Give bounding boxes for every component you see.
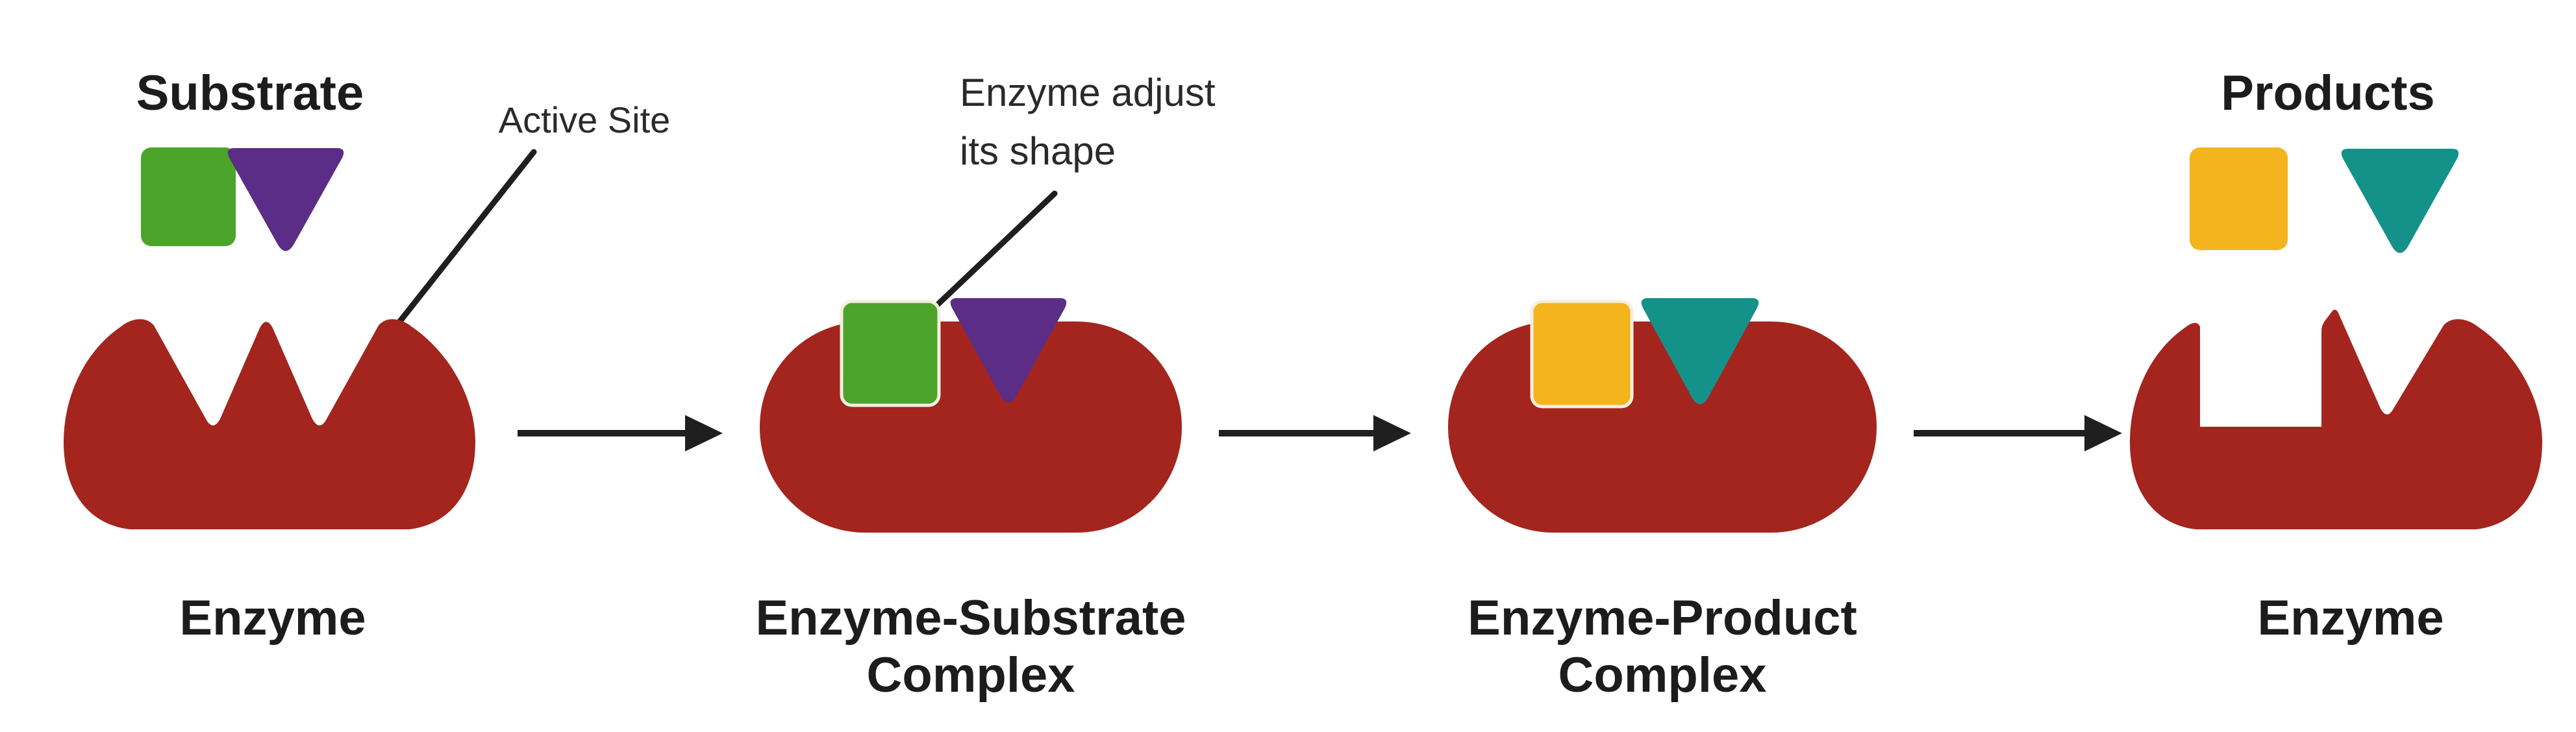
stage-label-line2: Complex: [1558, 648, 1767, 703]
substrate-label: Substrate: [136, 66, 364, 121]
bound-product-triangle-icon: [1641, 298, 1759, 405]
enzyme-shape-open: [64, 319, 475, 529]
process-arrow-2: [1219, 415, 1411, 451]
stage-label-line2: Complex: [866, 648, 1075, 703]
products-label: Products: [2221, 66, 2435, 121]
stage-label-enzyme-substrate-complex: Enzyme-Substrate Complex: [737, 590, 1205, 704]
substrate-triangle-icon: [227, 148, 344, 251]
enzyme-shape-relaxed: [2130, 309, 2542, 529]
stage-label-line1: Enzyme-Product: [1468, 590, 1857, 646]
product-triangle-icon: [2341, 149, 2459, 253]
stage-label-enzyme-product-complex: Enzyme-Product Complex: [1435, 590, 1890, 704]
bound-substrate-square-icon: [840, 299, 941, 407]
stage-label-enzyme-1: Enzyme: [179, 590, 366, 646]
enzyme-adjust-line2: its shape: [960, 129, 1116, 173]
bound-product-square-icon: [1530, 299, 1634, 409]
stage-label-enzyme-2: Enzyme: [2257, 590, 2444, 646]
enzyme-adjust-label: Enzyme adjust its shape: [960, 64, 1216, 181]
stage-label-line1: Enzyme-Substrate: [755, 590, 1186, 646]
process-arrow-3: [1914, 415, 2122, 451]
product-square-icon: [2190, 147, 2288, 250]
bound-substrate-triangle-icon: [950, 298, 1067, 403]
process-arrow-1: [518, 415, 723, 451]
enzyme-adjust-line1: Enzyme adjust: [960, 71, 1216, 114]
substrate-square-icon: [141, 147, 236, 246]
active-site-label: Active Site: [498, 99, 671, 140]
